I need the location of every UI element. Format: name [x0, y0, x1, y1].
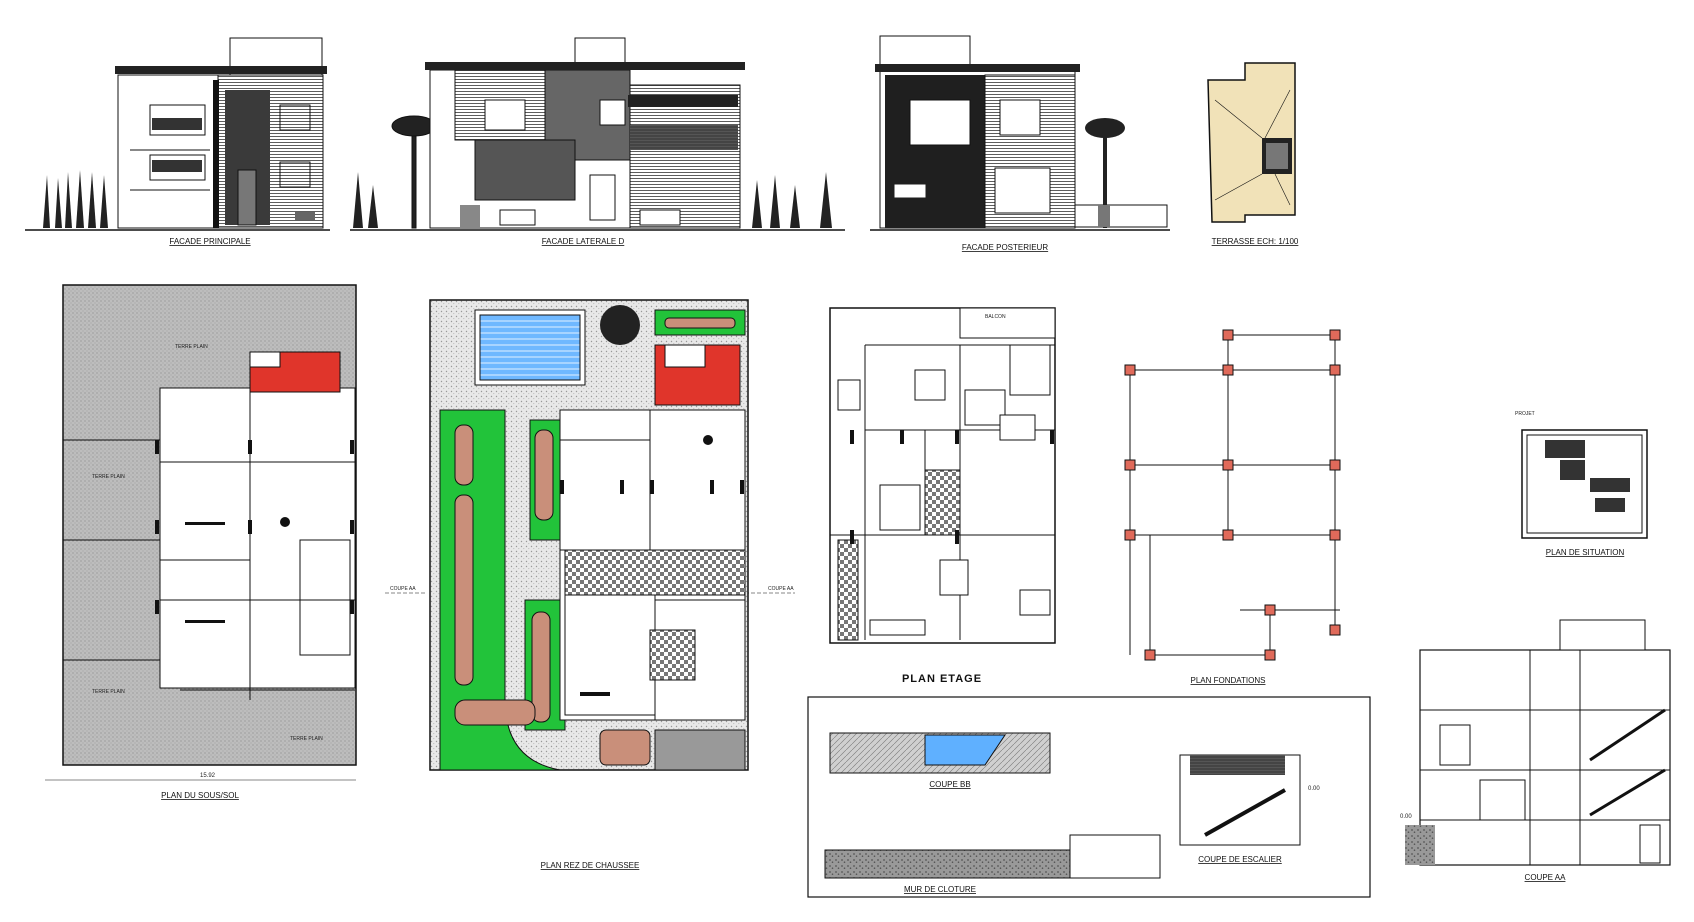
- plan-sous-sol: TERRE PLAIN TERRE PLAIN TERRE PLAIN TERR…: [45, 284, 357, 800]
- plan-etage: BALCON PLAN ETAGE: [829, 307, 1056, 685]
- coupe-aa-marker-right: COUPE AA: [768, 586, 794, 592]
- facade-principale: FACADE PRINCIPALE: [25, 37, 330, 246]
- coupes-panel: COUPE BB 0.00 COUPE DE ESCALIER MUR DE C…: [807, 696, 1371, 898]
- coupe-aa-label: COUPE AA: [1525, 873, 1567, 882]
- dimension-width: 15.92: [200, 773, 216, 779]
- terre-plain-3: TERRE PLAIN: [92, 689, 125, 695]
- plan-rdc: PLAN REZ DE CHAUSSEE: [429, 299, 749, 870]
- plan-situation-label: PLAN DE SITUATION: [1546, 548, 1625, 557]
- coupe-aa-marker-left: COUPE AA: [390, 586, 416, 592]
- level-zero-2: 0.00: [1400, 814, 1412, 820]
- facade-laterale: FACADE LATERALE D: [350, 37, 845, 246]
- terrasse-plan: TERRASSE ECH: 1/100: [1207, 62, 1299, 246]
- coupe-bb-label: COUPE BB: [929, 780, 970, 789]
- terre-plain-1: TERRE PLAIN: [175, 344, 208, 350]
- mur-cloture-label: MUR DE CLOTURE: [904, 885, 976, 894]
- facade-posterieur: FACADE POSTERIEUR: [870, 35, 1170, 252]
- level-zero-1: 0.00: [1308, 786, 1320, 792]
- plan-fondations-label: PLAN FONDATIONS: [1191, 676, 1266, 685]
- plan-rdc-label: PLAN REZ DE CHAUSSEE: [541, 861, 640, 870]
- plan-sous-sol-label: PLAN DU SOUS/SOL: [161, 791, 239, 800]
- terre-plain-2: TERRE PLAIN: [92, 474, 125, 480]
- plan-fondations: PLAN FONDATIONS: [1124, 329, 1341, 685]
- coupe-aa: 0.00 COUPE AA: [1400, 619, 1671, 882]
- plan-situation: PROJET PLAN DE SITUATION: [1515, 411, 1648, 557]
- terre-plain-4: TERRE PLAIN: [290, 736, 323, 742]
- coupe-escalier-label: COUPE DE ESCALIER: [1198, 855, 1282, 864]
- facade-principale-label: FACADE PRINCIPALE: [169, 237, 250, 246]
- balcon-label: BALCON: [985, 314, 1006, 320]
- projet-label: PROJET: [1515, 411, 1535, 417]
- facade-laterale-label: FACADE LATERALE D: [542, 237, 625, 246]
- facade-posterieur-label: FACADE POSTERIEUR: [962, 243, 1048, 252]
- plan-etage-label: PLAN ETAGE: [902, 673, 982, 685]
- terrasse-label: TERRASSE ECH: 1/100: [1212, 237, 1299, 246]
